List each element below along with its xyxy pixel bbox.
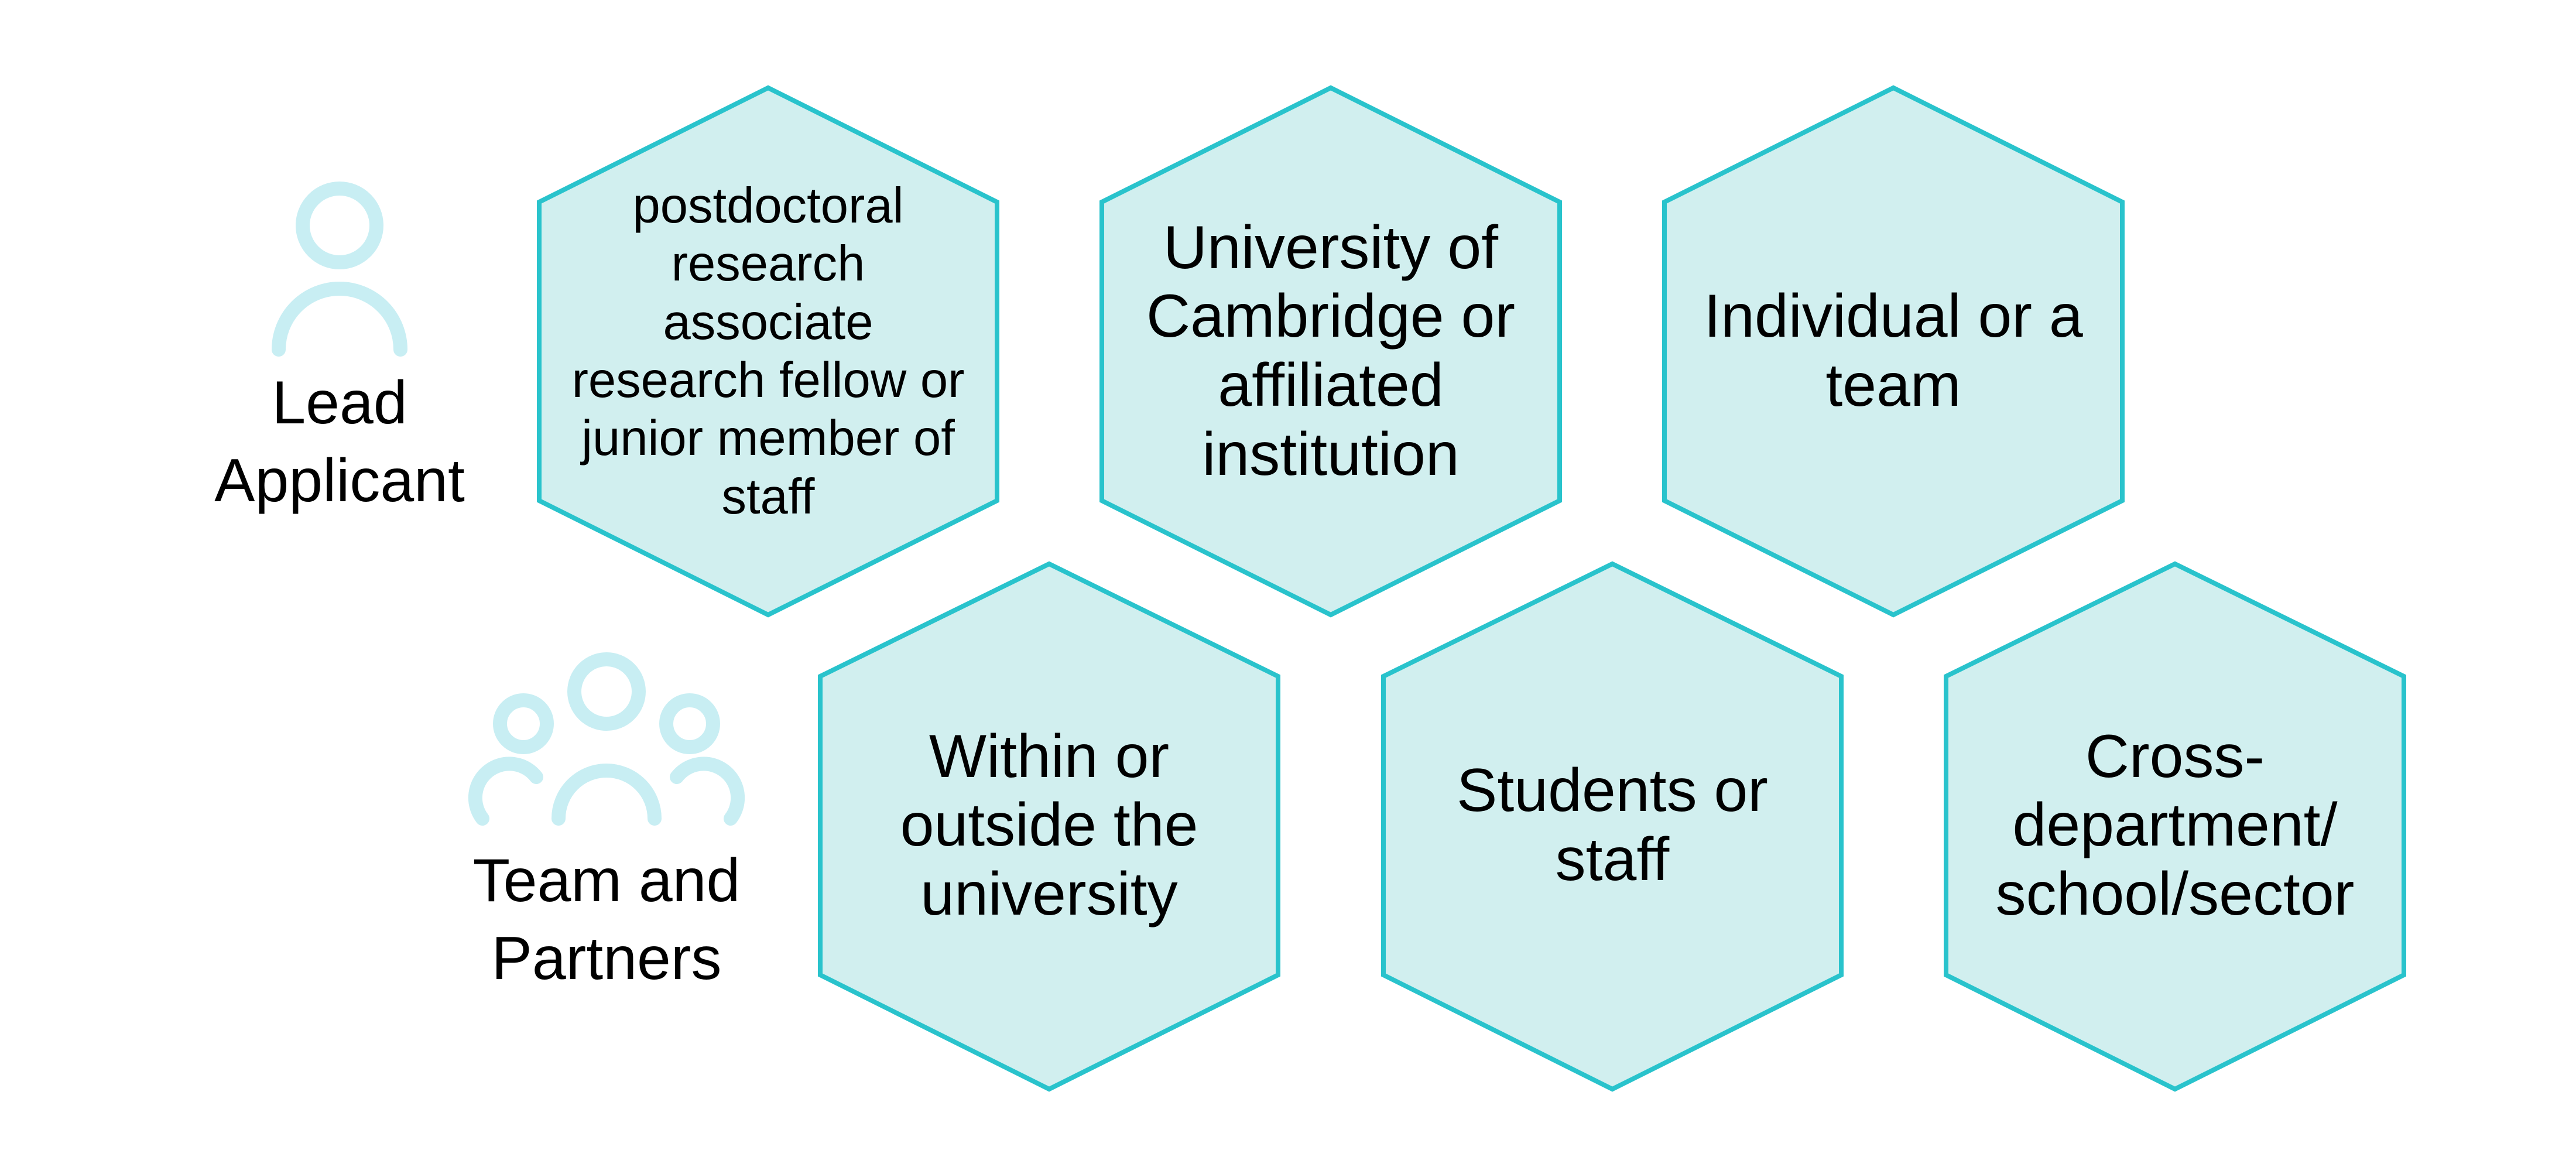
hexagon-team-2-text: Students or staff <box>1457 757 1768 894</box>
hexagon-lead-3 <box>1662 85 2125 618</box>
hexagon-team-1-text: Within or outside the university <box>900 722 1198 928</box>
hexagon-lead-1-text: postdoctoral research associate research… <box>571 177 965 525</box>
team-icon <box>468 652 745 826</box>
hexagon-lead-3-text: Individual or a team <box>1704 282 2083 419</box>
team-and-partners-label: Team and Partners <box>472 847 741 993</box>
person-icon <box>272 182 407 357</box>
hexagon-lead-1 <box>537 85 999 618</box>
hexagon-team-3 <box>1944 561 2406 1092</box>
hexagon-lead-2-text: University of Cambridge or affiliated in… <box>1146 213 1516 488</box>
lead-applicant-label: Lead Applicant <box>214 369 465 515</box>
hexagon-team-2 <box>1381 561 1844 1092</box>
hexagon-team-3-text: Cross- department/ school/sector <box>1995 722 2355 928</box>
hexagon-lead-2 <box>1099 85 1562 618</box>
hexagon-team-1 <box>818 561 1280 1092</box>
